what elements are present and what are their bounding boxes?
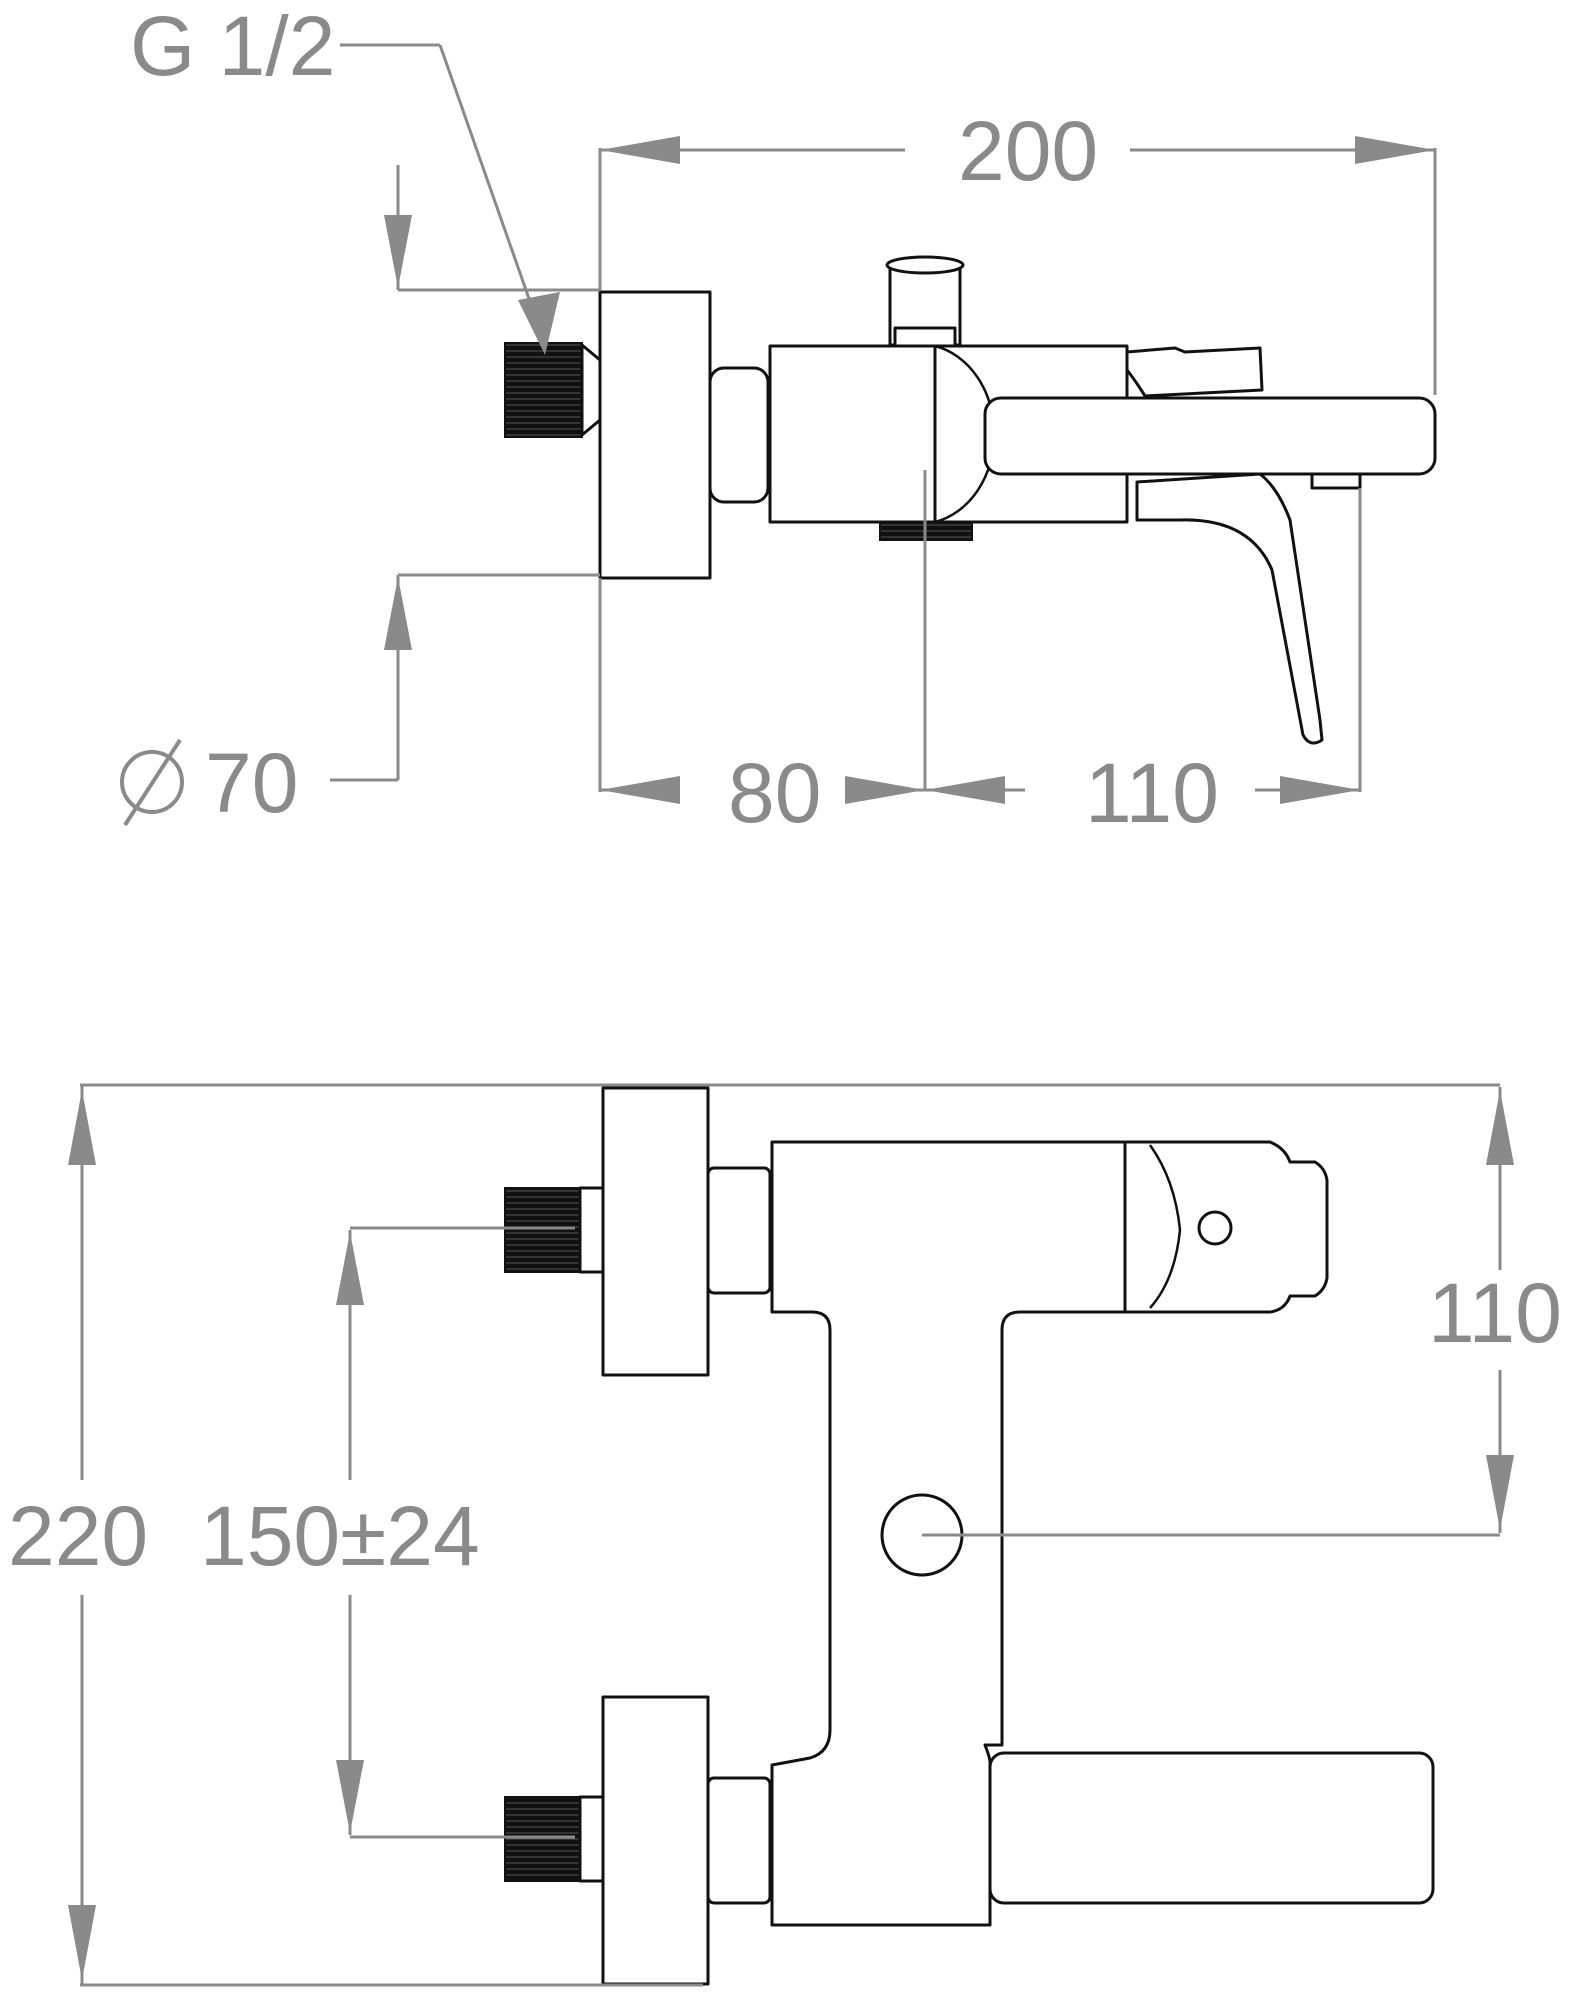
top-upper-flange [601, 1086, 710, 1377]
thread-size-label: G 1/2 [130, 0, 335, 93]
flange-diameter-label: 70 [205, 736, 298, 830]
top-upper-thread [504, 1186, 605, 1274]
side-wall-flange [598, 290, 712, 580]
side-lever-top [1125, 346, 1264, 398]
top-upper-nut [706, 1166, 772, 1295]
overall-length-label: 200 [958, 104, 1098, 198]
overall-width-label: 220 [8, 1489, 148, 1583]
top-lower-nut [706, 1776, 772, 1905]
top-lower-thread [504, 1795, 605, 1883]
top-view: 220 150±24 110 [8, 1083, 1562, 1987]
diameter-symbol [120, 738, 184, 827]
spout-length-label: 110 [1085, 746, 1219, 840]
outlet-offset-label: 110 [1428, 1266, 1562, 1360]
axis-offset-label: 80 [728, 746, 821, 840]
top-lever-housing [1123, 1140, 1329, 1314]
side-view: G 1/2 200 70 80 110 [120, 0, 1437, 840]
side-lever-handle [1135, 472, 1324, 745]
top-spout [988, 1751, 1435, 1905]
side-aerator [1310, 472, 1362, 490]
side-spout [983, 396, 1437, 476]
side-diverter-knob [885, 255, 965, 348]
side-thread-connector [504, 342, 602, 438]
top-lower-flange [601, 1695, 710, 1986]
inlet-spacing-label: 150±24 [200, 1489, 480, 1583]
side-coupling-nut [708, 366, 770, 504]
